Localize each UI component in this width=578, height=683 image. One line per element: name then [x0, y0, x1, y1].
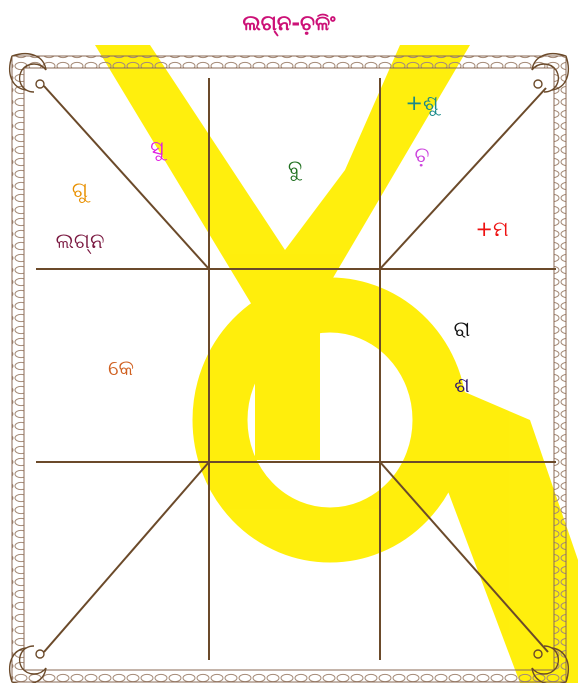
- planet-label-top-left-lower-0: ଗୁ: [72, 178, 91, 203]
- planet-label-middle-left-0: କେ: [108, 356, 134, 380]
- planet-label-top-right-upper-1: ଚ଼: [415, 143, 430, 167]
- planet-label-top-center-0: ବୁ: [288, 156, 303, 181]
- planet-label-top-left-lower-1: ଲଗ୍ନ: [56, 229, 105, 254]
- planet-label-middle-right-1: ଶ: [454, 373, 470, 397]
- chart-title: ଲଗ୍ନ-ଚ଼ଳିଂ: [242, 11, 336, 37]
- planet-label-middle-right-0: ରା: [454, 317, 471, 341]
- planet-label-top-right-upper-0: +ଶୁ: [405, 91, 441, 116]
- planet-label-top-right-lower-0: +ମ: [475, 217, 508, 241]
- diagonal-bottom-left: [44, 462, 209, 652]
